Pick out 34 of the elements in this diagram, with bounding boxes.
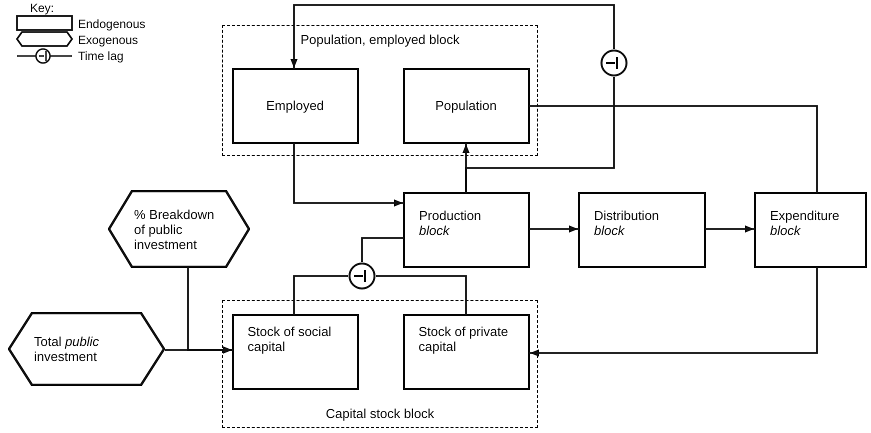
box-label: Stock of private capital [418,324,510,354]
group-title: Population, employed block [300,32,460,47]
process-box [232,68,358,144]
hexagon-label: Total public investment [34,334,100,364]
legend-label: Endogenous [78,17,146,31]
box-label: Distribution block [594,208,660,238]
hexagon-box [108,190,250,268]
box-label: Employed [266,98,324,113]
process-box [754,192,867,268]
time-lag-circle [348,262,376,290]
hexagon-label: % Breakdown of public investment [134,206,216,252]
time-lag-circle [600,49,628,77]
legend-label: Exogenous [78,33,138,47]
process-box [402,68,530,144]
hexagon-box [8,312,165,386]
legend-label: Time lag [78,49,124,63]
connector-arrow [187,268,232,354]
connector-arrow [293,144,403,207]
group-title: Capital stock block [324,406,436,421]
connector-arrow [530,225,578,233]
box-label: Stock of social capital [248,324,332,354]
connector-arrow [530,268,818,357]
process-box [232,314,358,390]
connector-arrow [290,4,615,68]
legend-title: Key: [30,1,54,15]
dashed-group-frame [222,300,538,428]
dashed-group-frame [222,25,538,156]
box-label: Expenditure block [770,208,840,238]
process-box [578,192,706,268]
box-label: Production block [419,208,482,238]
box-label: Population [435,98,497,113]
connector-arrow [706,225,754,233]
process-box [403,192,530,268]
process-box [402,314,530,390]
